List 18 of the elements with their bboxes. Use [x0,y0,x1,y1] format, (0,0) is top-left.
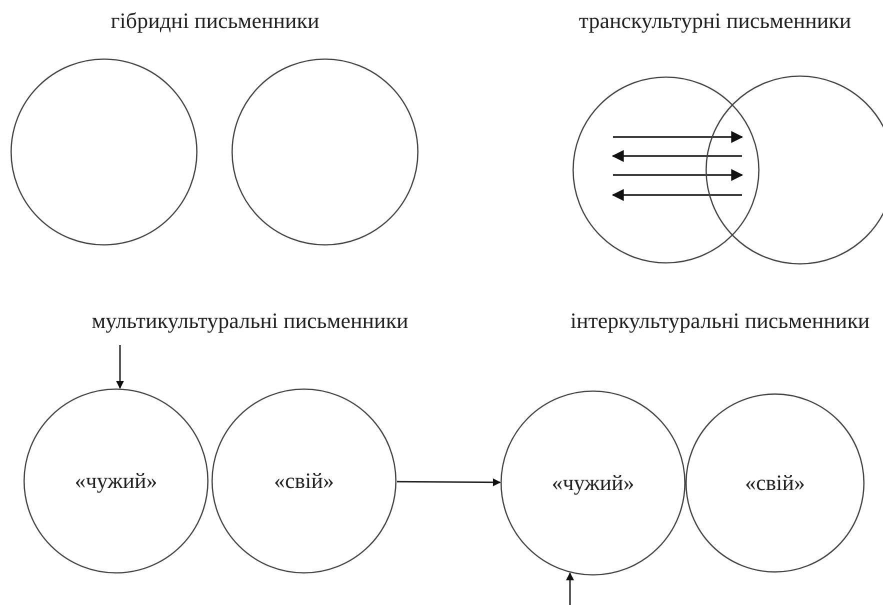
circle-label: «чужий» [74,468,158,494]
circle [231,58,419,246]
circle [211,388,397,574]
circle-label: «свій» [744,470,806,496]
circle [572,76,760,264]
heading: мультикультуральні письменники [92,308,408,334]
circle-label: «свій» [274,468,334,494]
circle [685,393,865,573]
heading: інтеркультуральні письменники [570,308,870,334]
circle [500,390,686,576]
arrow [397,478,501,486]
circle [10,58,198,246]
arrow [566,572,574,605]
heading: транскультурні письменники [578,8,852,34]
arrow [116,345,124,389]
circle [23,388,209,574]
circle-label: «чужий» [552,470,634,496]
heading: гібридні письменники [110,8,320,34]
